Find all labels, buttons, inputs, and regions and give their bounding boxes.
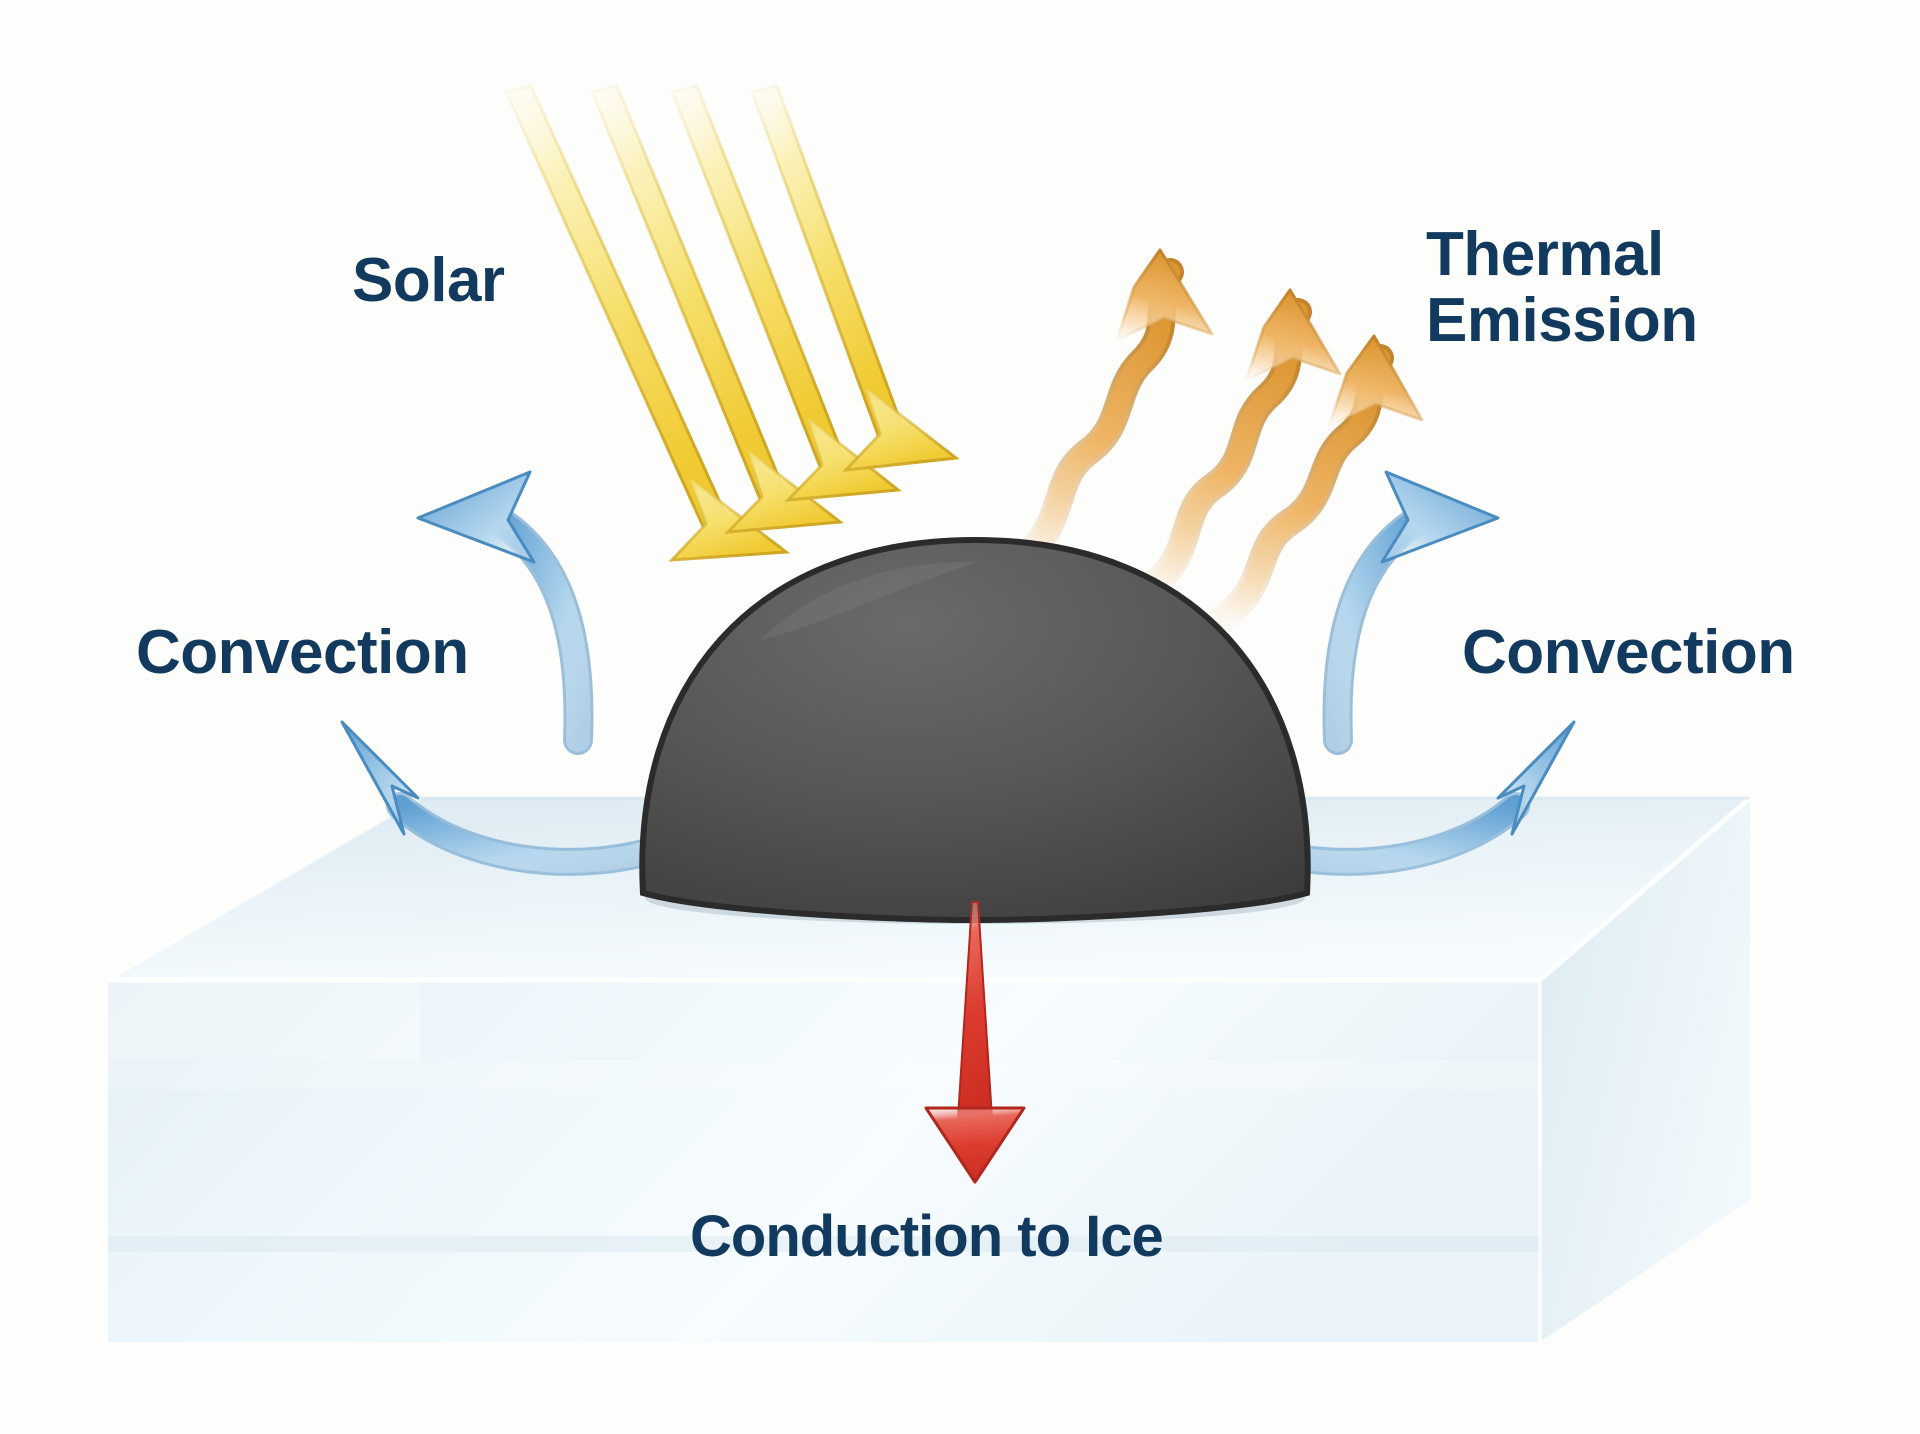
ice-edge-highlight xyxy=(106,796,422,982)
convection-right-label: Convection xyxy=(1462,618,1795,687)
dark-particle-dome xyxy=(639,536,1311,924)
thermal-emission-arrow xyxy=(1206,334,1424,634)
convection-arrow-right xyxy=(1322,470,1500,755)
particle-body xyxy=(639,536,1311,924)
convection-arrow-left xyxy=(340,720,682,876)
ice-slab-front-face xyxy=(108,980,1540,1342)
conduction-label: Conduction to Ice xyxy=(690,1204,1164,1269)
conduction-arrow xyxy=(924,901,1026,1184)
ice-internal-band xyxy=(108,980,420,1060)
ice-edge-highlight xyxy=(1538,796,1752,982)
solar-arrow-group xyxy=(503,84,960,562)
thermal-emission-label: Thermal Emission xyxy=(1426,220,1698,355)
solar-arrow xyxy=(589,84,844,534)
ice-internal-band xyxy=(108,1236,1540,1252)
convection-arrow-left-group xyxy=(340,470,682,876)
thermal-emission-arrow-group xyxy=(1006,248,1424,634)
ice-slab-side-face xyxy=(1540,798,1750,1342)
thermal-emission-arrow xyxy=(1134,288,1342,604)
thermal-emission-arrow xyxy=(1006,248,1214,576)
particle-specular-highlight xyxy=(760,561,980,640)
ice-slab xyxy=(106,796,1752,1342)
solar-label: Solar xyxy=(352,246,505,315)
convection-left-label: Convection xyxy=(136,618,469,687)
ice-internal-band xyxy=(108,1060,1540,1090)
convection-arrow-left xyxy=(416,470,594,755)
solar-arrow xyxy=(750,84,960,472)
